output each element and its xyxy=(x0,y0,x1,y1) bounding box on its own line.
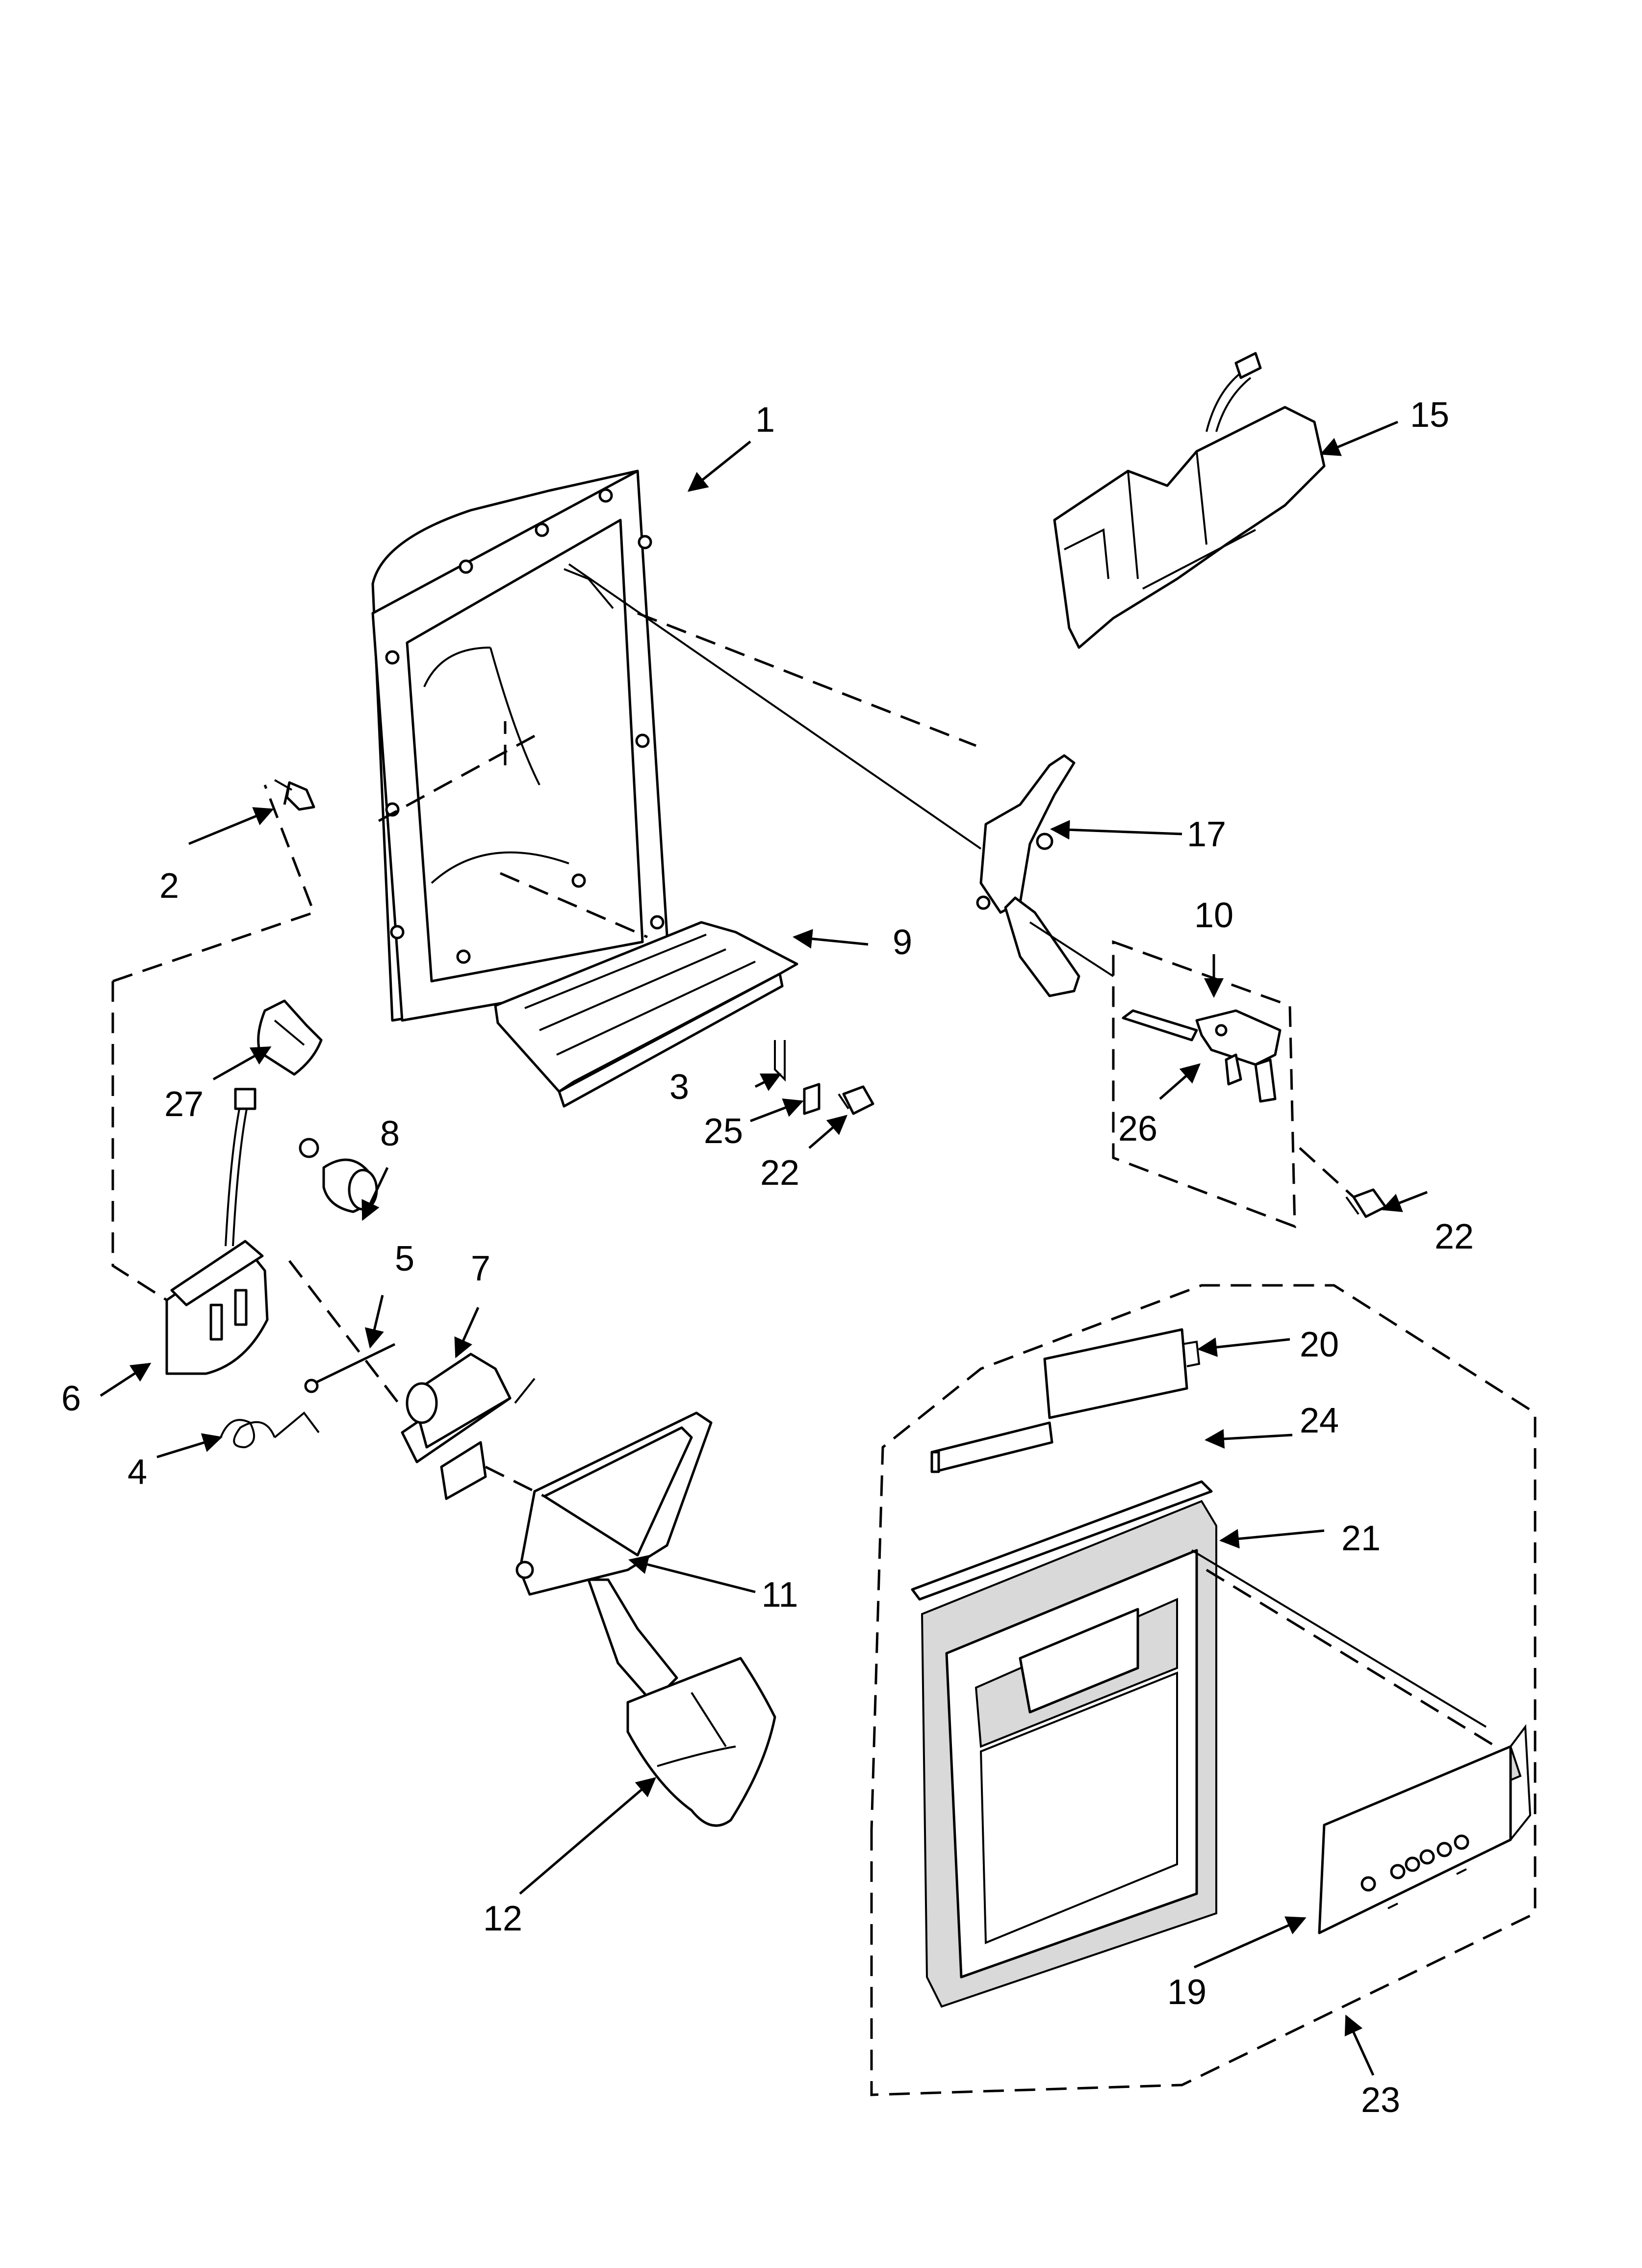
callout-17: 17 xyxy=(1187,815,1226,854)
callout-10: 10 xyxy=(1194,896,1233,935)
callout-2: 2 xyxy=(159,866,179,906)
part-26-lever-arm xyxy=(1122,1009,1282,1103)
part-6-switch-box xyxy=(165,1088,269,1375)
callout-8: 8 xyxy=(380,1114,400,1153)
part-11-chute-door xyxy=(515,1411,713,1704)
callout-4: 4 xyxy=(128,1453,147,1492)
part-19-control-panel xyxy=(1318,1724,1532,1934)
part-17-lever xyxy=(976,754,1080,997)
part-15-control-box xyxy=(1053,352,1326,649)
callout-27: 27 xyxy=(164,1085,204,1124)
part-4-spring xyxy=(220,1411,320,1449)
part-21-front-panel xyxy=(921,1500,1217,2008)
callout-3: 3 xyxy=(669,1068,689,1107)
callout-26: 26 xyxy=(1118,1109,1157,1148)
part-27-bracket xyxy=(257,999,323,1076)
callout-19: 19 xyxy=(1167,1973,1206,2012)
part-22-screw-a xyxy=(838,1085,874,1115)
part-1-dispenser-housing xyxy=(371,469,671,1022)
callout-12: 12 xyxy=(483,1899,522,1938)
callout-22b: 22 xyxy=(1435,1217,1474,1256)
callout-5: 5 xyxy=(395,1239,414,1278)
callout-9: 9 xyxy=(893,923,912,962)
part-24-strip xyxy=(911,1480,1213,1601)
part-3-clip xyxy=(774,1040,786,1082)
part-12-funnel xyxy=(626,1657,776,1827)
callout-15: 15 xyxy=(1410,395,1449,435)
leader-arrows xyxy=(100,420,1428,2076)
part-5-pin xyxy=(304,1343,396,1393)
part-22-screw-b xyxy=(1345,1188,1387,1218)
assembly-dashed-outlines xyxy=(111,563,1537,2096)
callout-21: 21 xyxy=(1341,1519,1381,1558)
callout-25: 25 xyxy=(704,1112,743,1151)
part-2-screw xyxy=(274,779,315,811)
part-7-actuator xyxy=(401,1353,536,1500)
part-8-solenoid xyxy=(299,1138,378,1213)
callout-1: 1 xyxy=(755,400,775,440)
part-9-drip-tray xyxy=(494,921,798,1108)
callout-20: 20 xyxy=(1300,1325,1339,1364)
callout-11: 11 xyxy=(762,1575,798,1615)
callout-7: 7 xyxy=(471,1249,490,1288)
callout-labels: 1 2 3 4 5 6 7 8 9 10 11 12 15 17 19 20 2… xyxy=(61,395,1474,2120)
part-25-spacer xyxy=(803,1083,821,1115)
callout-23: 23 xyxy=(1361,2081,1400,2120)
callout-24: 24 xyxy=(1300,1401,1339,1440)
part-20-control-board xyxy=(930,1328,1201,1473)
callout-22a: 22 xyxy=(760,1153,799,1193)
callout-6: 6 xyxy=(61,1379,81,1418)
